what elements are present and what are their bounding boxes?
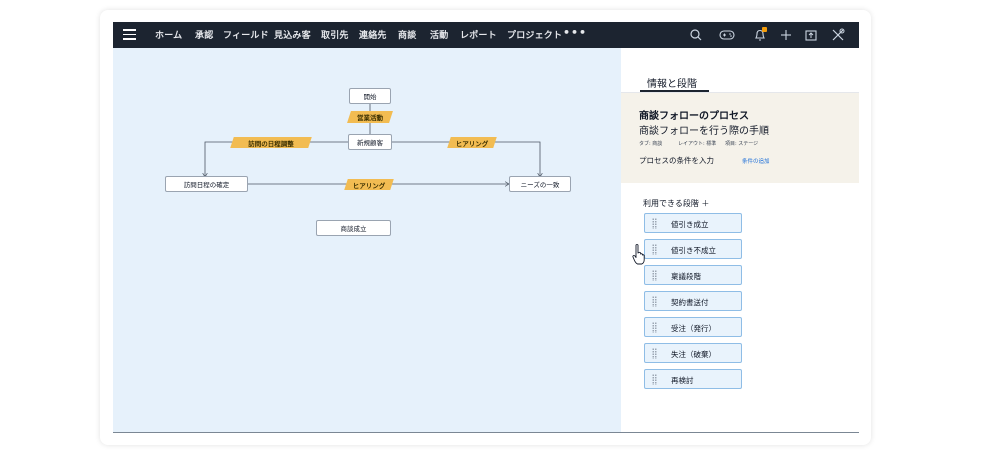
available-stages-header[interactable]: 利用できる段階 ＋	[643, 199, 710, 208]
drag-handle-icon[interactable]	[652, 322, 657, 333]
bottom-divider	[113, 432, 859, 433]
search-icon[interactable]	[688, 27, 704, 43]
nav-item-projects[interactable]: プロジェクト	[507, 31, 563, 41]
process-meta-layout: レイアウト: 標準	[678, 141, 717, 147]
flow-tag-visit-schedule[interactable]: 訪問の日程調整	[230, 137, 312, 148]
nav-item-deals[interactable]: 商談	[398, 31, 417, 41]
stage-label: 失注（破棄）	[671, 350, 716, 359]
stage-label: 再検討	[671, 376, 694, 385]
info-and-stages-panel: 情報と段階 商談フォローのプロセス 商談フォローを行う際の手順 タブ: 商談 レ…	[621, 48, 859, 432]
condition-label: プロセスの条件を入力	[639, 156, 714, 165]
notification-badge	[762, 27, 767, 32]
flow-tag-sales-activity[interactable]: 営業活動	[347, 111, 393, 123]
stage-item[interactable]: 値引き成立	[644, 213, 742, 233]
nav-item-leads[interactable]: 見込み客	[274, 31, 311, 41]
nav-item-accounts[interactable]: 取引先	[321, 31, 349, 41]
nav-item-reports[interactable]: レポート	[460, 31, 497, 41]
flow-tag-label: 訪問の日程調整	[248, 139, 294, 148]
stage-item[interactable]: 受注（発行）	[644, 317, 742, 337]
nav-item-home[interactable]: ホーム	[155, 31, 183, 41]
process-meta-field: 項目: ステージ	[725, 141, 759, 147]
flow-tag-label: 営業活動	[357, 114, 383, 122]
tools-icon[interactable]	[830, 27, 846, 43]
drag-handle-icon[interactable]	[652, 296, 657, 307]
stage-label: 受注（発行）	[671, 324, 716, 333]
flow-connectors	[113, 104, 621, 432]
upload-icon[interactable]	[803, 27, 819, 43]
stage-label: 契約書送付	[671, 298, 709, 307]
process-title: 商談フォローのプロセス	[639, 111, 749, 122]
drag-handle-icon[interactable]	[652, 270, 657, 281]
stage-item[interactable]: 契約書送付	[644, 291, 742, 311]
nav-item-approval[interactable]: 承認	[195, 31, 214, 41]
stage-label: 値引き成立	[671, 220, 709, 229]
flow-tag-hearing-top[interactable]: ヒアリング	[447, 137, 497, 148]
flow-node-visit-confirm[interactable]: 訪問日程の確定	[165, 176, 248, 192]
game-controller-icon[interactable]	[718, 27, 735, 43]
bell-icon[interactable]	[752, 27, 768, 43]
stage-label: 稟議段階	[671, 272, 701, 281]
stage-item[interactable]: 値引き不成立	[644, 239, 742, 259]
plus-icon[interactable]	[778, 27, 794, 43]
drag-handle-icon[interactable]	[652, 374, 657, 385]
drag-handle-icon[interactable]	[652, 348, 657, 359]
flow-tag-label: ヒアリング	[352, 181, 386, 190]
drag-handle-icon[interactable]	[652, 244, 657, 255]
stage-item[interactable]: 再検討	[644, 369, 742, 389]
tab-divider	[621, 92, 859, 93]
process-summary: 商談フォローのプロセス 商談フォローを行う際の手順 タブ: 商談 レイアウト: …	[621, 93, 859, 183]
flow-tag-hearing-middle[interactable]: ヒアリング	[344, 179, 394, 190]
nav-item-field[interactable]: フィールド	[223, 31, 269, 41]
tab-info-and-stages[interactable]: 情報と段階	[647, 79, 697, 90]
process-flow-canvas[interactable]: 開始 新規顧客 訪問日程の確定 ニーズの一致 商談成立 営業活動 訪問の日程調整…	[113, 48, 621, 432]
nav-item-activities[interactable]: 活動	[430, 31, 449, 41]
stage-item[interactable]: 稟議段階	[644, 265, 742, 285]
flow-node-new-customer[interactable]: 新規顧客	[348, 134, 392, 150]
process-meta-type: タブ: 商談	[639, 141, 663, 147]
flow-node-deal-closed[interactable]: 商談成立	[316, 220, 391, 236]
flow-node-start[interactable]: 開始	[349, 88, 391, 104]
flow-tag-label: ヒアリング	[455, 139, 489, 148]
top-navigation-bar: ホーム 承認 フィールド 見込み客 取引先 連絡先 商談 活動 レポート プロジ…	[113, 22, 859, 48]
menu-icon[interactable]	[123, 29, 136, 40]
hand-cursor-icon	[632, 243, 645, 265]
connector-new-to-needs	[392, 141, 540, 177]
nav-more-button[interactable]: •••	[563, 26, 588, 39]
drag-handle-icon[interactable]	[652, 218, 657, 229]
stage-item[interactable]: 失注（破棄）	[644, 343, 742, 363]
active-tab-indicator	[640, 90, 709, 92]
add-condition-link[interactable]: 条件の追加	[742, 159, 770, 165]
flow-node-needs-match[interactable]: ニーズの一致	[509, 176, 571, 192]
stage-label: 値引き不成立	[671, 246, 716, 255]
nav-item-contacts[interactable]: 連絡先	[359, 31, 387, 41]
process-subtitle: 商談フォローを行う際の手順	[639, 126, 769, 137]
